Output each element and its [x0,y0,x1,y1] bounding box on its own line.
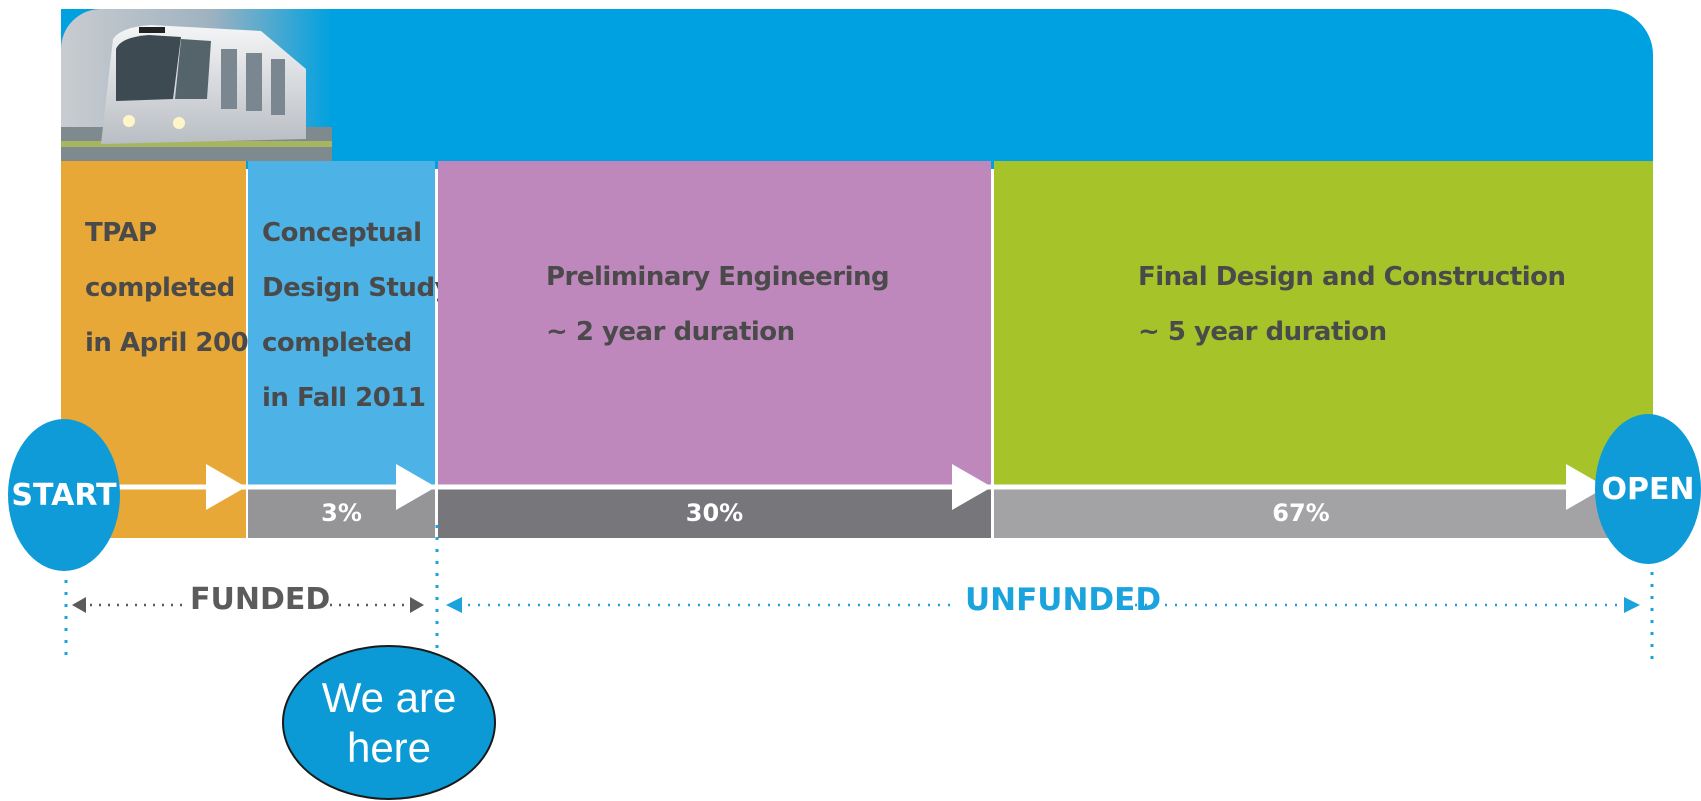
arrow-right-icon [206,464,246,510]
start-circle: START [8,419,120,571]
percent-bar-final: 67% [994,488,1608,538]
arrow-left-icon [72,597,86,613]
open-circle: OPEN [1595,414,1701,564]
phase-cds-line-4: in Fall 2011 [262,383,426,413]
phase-final-design: Final Design and Construction ~ 5 year d… [994,161,1653,485]
marker-line-1: We are [321,673,457,721]
phase-cds-line-1: Conceptual [262,218,422,248]
arrow-right-icon [1566,464,1606,510]
phase-final-line-2: ~ 5 year duration [1138,317,1387,347]
arrow-right-icon [396,464,436,510]
phase-tpap-line-1: TPAP [85,218,157,248]
arrow-right-icon [1624,597,1640,613]
phase-preliminary-engineering: Preliminary Engineering ~ 2 year duratio… [438,161,991,485]
phase-tpap-line-3: in April 2009 [85,328,266,358]
phase-tpap-line-2: completed [85,273,235,303]
arrow-left-icon [446,597,462,613]
phase-pe-line-1: Preliminary Engineering [546,262,890,292]
marker-line-2: here [346,723,432,771]
we-are-here-marker: We are here [282,645,496,800]
arrow-right-icon [952,464,992,510]
arrow-right-icon [410,597,424,613]
unfunded-label: UNFUNDED [965,582,1162,618]
funded-label: FUNDED [190,582,331,617]
percent-bar-preliminary: 30% [438,488,991,538]
phase-cds-line-3: completed [262,328,412,358]
phase-final-line-1: Final Design and Construction [1138,262,1566,292]
train-image-icon [61,9,332,161]
phase-pe-line-2: ~ 2 year duration [546,317,795,347]
phase-cds-line-2: Design Study [262,273,452,303]
